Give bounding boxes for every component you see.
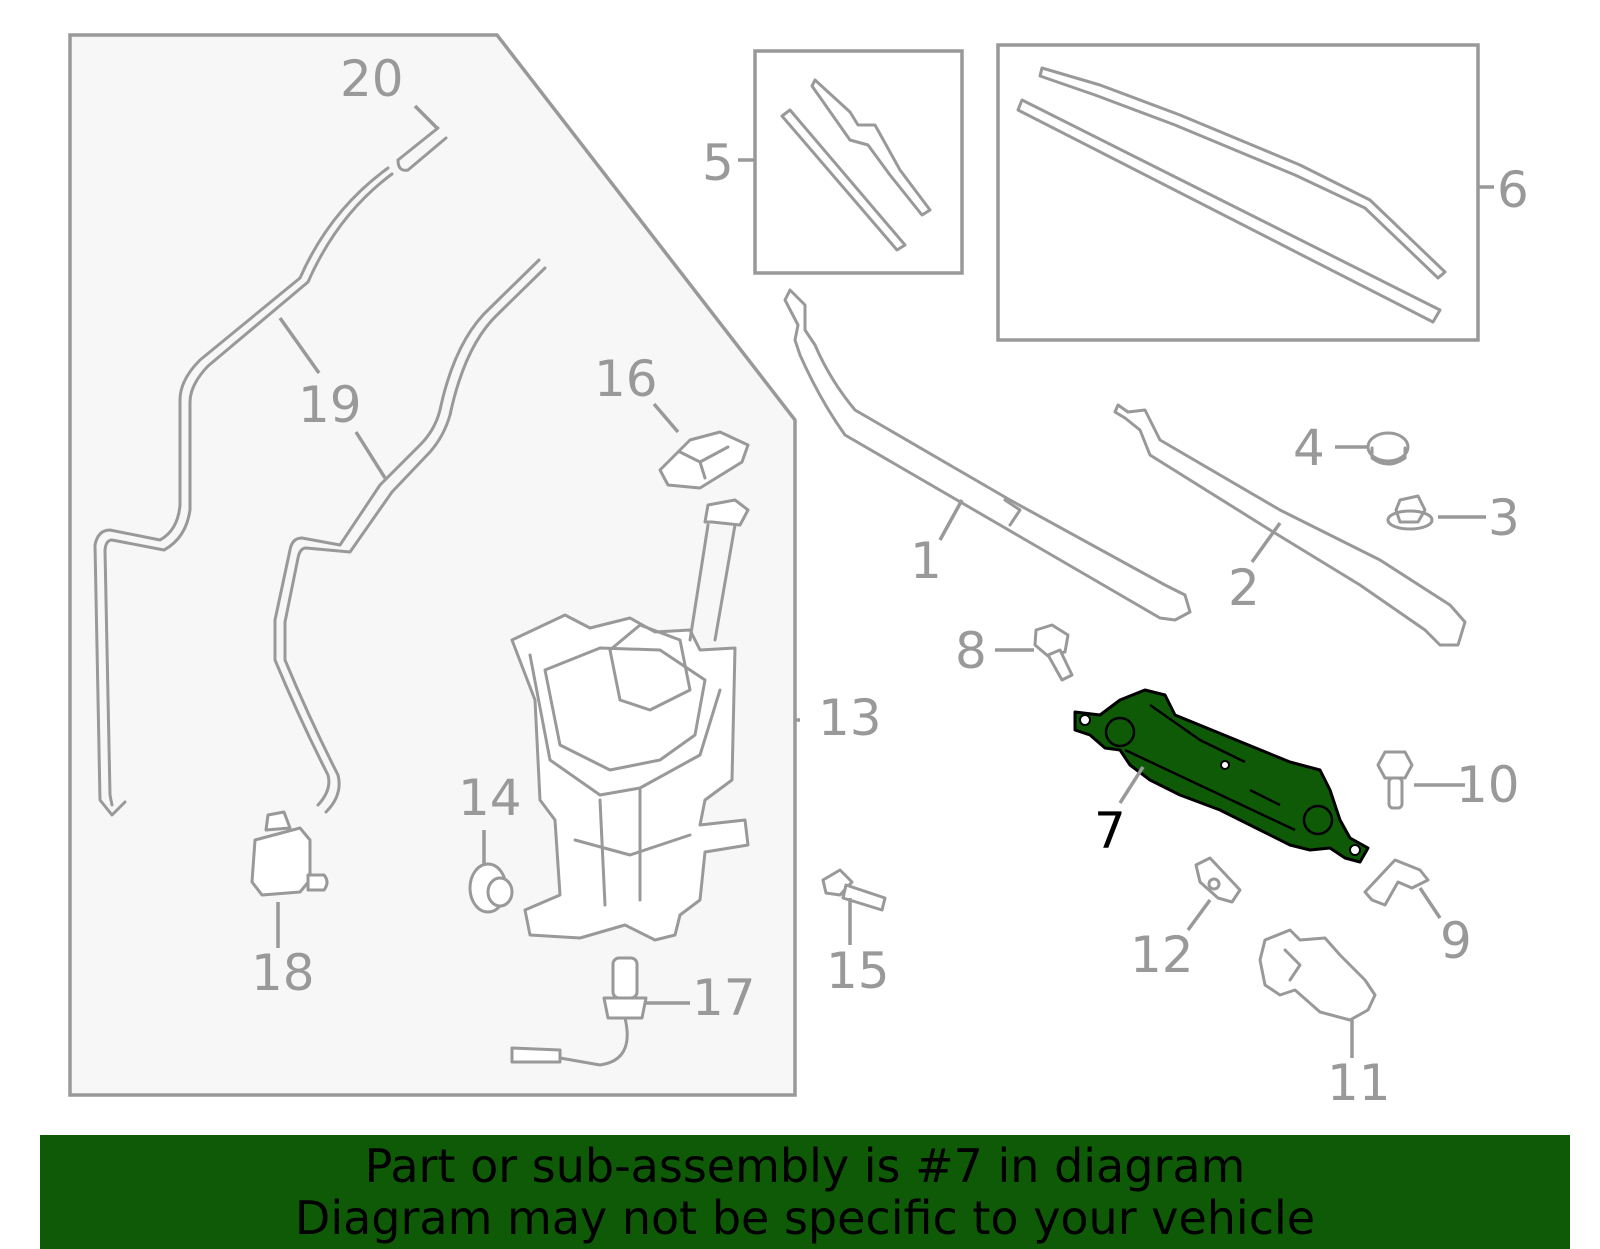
part-4-cap [1366,431,1410,466]
part-13-reservoir [510,498,750,942]
leader-lines [276,104,1494,1058]
part-7-wiper-linkage[interactable] [1073,688,1370,864]
part-2-wiper-arm [1113,403,1467,647]
part-8-bolt [1033,623,1074,682]
part-20-connector [396,126,448,172]
callout-labels: 20 19 16 13 14 18 17 15 5 6 1 2 4 3 8 10… [251,50,1529,1112]
callout-1[interactable]: 1 [910,532,942,590]
callout-10[interactable]: 10 [1456,756,1520,814]
callout-3[interactable]: 3 [1488,489,1520,547]
callout-14[interactable]: 14 [458,769,522,827]
part-16-cap [658,430,750,490]
part-15-bolt [821,868,887,912]
part-3-nut [1386,494,1434,531]
callout-16[interactable]: 16 [594,350,658,408]
part-11-wiper-motor [1258,928,1377,1022]
part-10-bolt [1376,750,1414,810]
part-17-level-sensor [510,956,648,1067]
callout-15[interactable]: 15 [826,942,890,1000]
part-6-box [996,43,1480,342]
part-5-wiper-blade [780,78,932,252]
callout-12[interactable]: 12 [1130,926,1194,984]
callout-5[interactable]: 5 [702,134,734,192]
part-9-bracket [1363,858,1430,907]
callout-13[interactable]: 13 [818,689,882,747]
part-12-bracket [1194,856,1242,904]
callout-11[interactable]: 11 [1327,1054,1391,1112]
part-18-pump [250,810,329,897]
washer-group-panel [68,33,797,1097]
callout-6[interactable]: 6 [1497,161,1529,219]
part-19-washer-hoses [93,166,547,817]
part-6-wiper-blade [1016,66,1447,324]
callout-9[interactable]: 9 [1440,912,1472,970]
part-14-grommet [468,862,514,914]
callout-20[interactable]: 20 [340,50,404,108]
info-banner: Part or sub-assembly is #7 in diagram Di… [40,1135,1570,1249]
callout-8[interactable]: 8 [955,622,987,680]
callout-7[interactable]: 7 [1094,802,1126,860]
banner-line-2: Diagram may not be specific to your vehi… [294,1191,1316,1245]
callout-19[interactable]: 19 [298,376,362,434]
banner-line-1: Part or sub-assembly is #7 in diagram [364,1139,1246,1193]
callout-2[interactable]: 2 [1228,559,1260,617]
callout-17[interactable]: 17 [692,969,756,1027]
part-5-box [753,49,964,275]
part-1-wiper-arm [783,288,1192,622]
callout-4[interactable]: 4 [1293,419,1325,477]
callout-18[interactable]: 18 [251,944,315,1002]
